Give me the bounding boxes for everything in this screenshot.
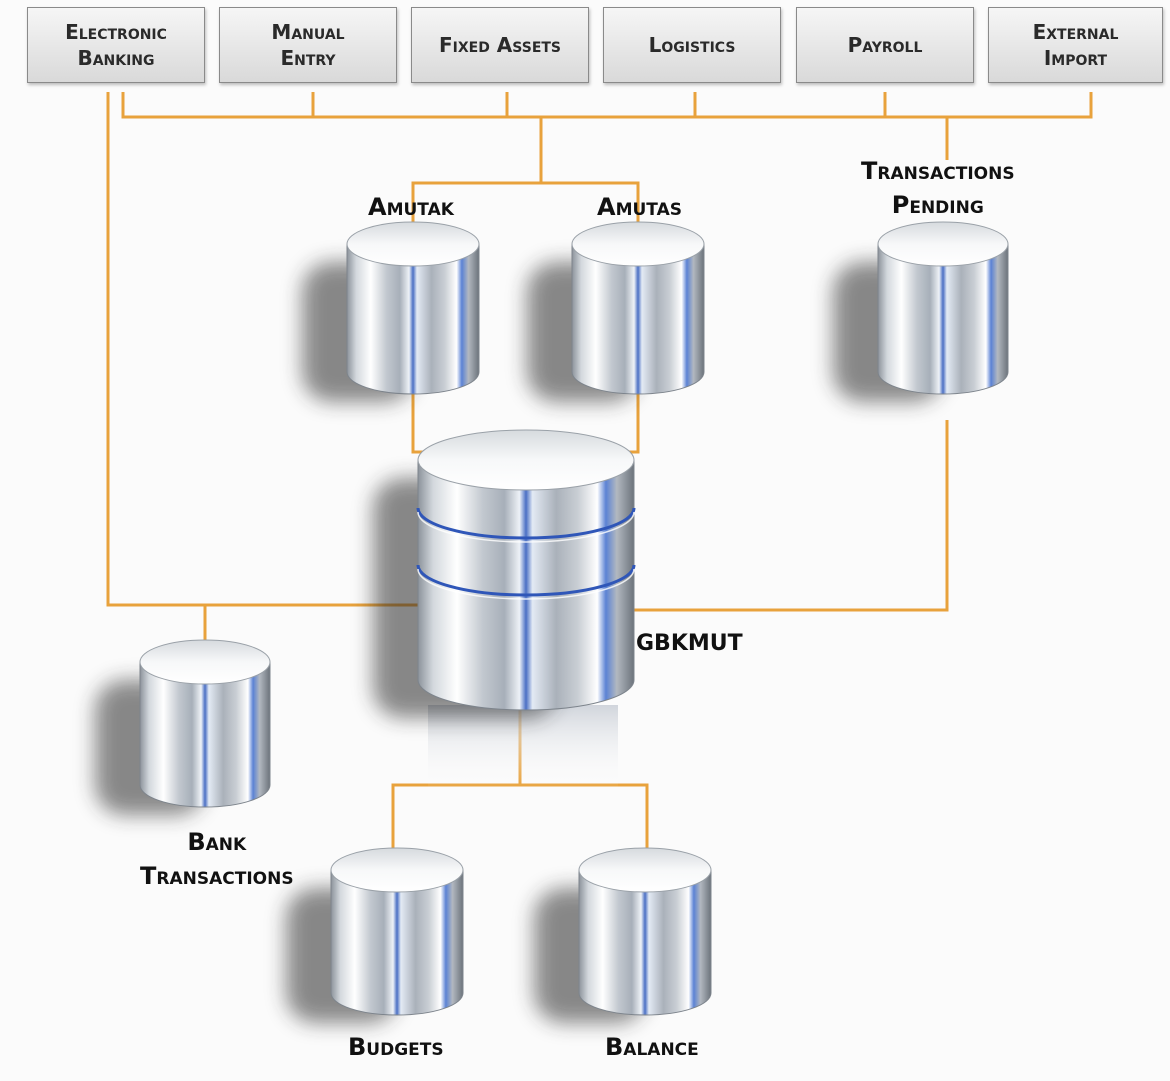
gbkmut-reflection (428, 705, 618, 790)
db-amutak[interactable] (302, 221, 480, 402)
source-label: Electronic Banking (65, 20, 167, 70)
source-logistics[interactable]: Logistics (603, 7, 781, 83)
source-label: Logistics (648, 33, 736, 57)
db-transactions-pending[interactable] (833, 221, 1009, 402)
label-budgets: Budgets (348, 1033, 444, 1061)
source-payroll[interactable]: Payroll (796, 7, 974, 83)
db-gbkmut[interactable] (373, 429, 636, 718)
db-balance[interactable] (534, 847, 712, 1023)
label-balance: Balance (605, 1033, 699, 1061)
source-electronic-banking[interactable]: Electronic Banking (27, 7, 205, 83)
bus-to-amutak-amutas-line (411, 117, 640, 226)
label-amutas: Amutas (597, 193, 682, 221)
source-label: External Import (1032, 20, 1119, 70)
source-label: Manual Entry (271, 20, 345, 70)
gbkmut-side-line (106, 92, 949, 640)
db-amutas[interactable] (527, 221, 705, 402)
source-external-import[interactable]: External Import (988, 7, 1163, 83)
source-fixed-assets[interactable]: Fixed Assets (411, 7, 589, 83)
db-budgets[interactable] (286, 847, 464, 1023)
source-label: Fixed Assets (438, 33, 562, 57)
source-label: Payroll (847, 33, 923, 57)
source-manual-entry[interactable]: Manual Entry (219, 7, 397, 83)
label-gbkmut: GBKMUT (636, 631, 743, 656)
label-transactions-pending: Transactions Pending (861, 157, 1015, 219)
label-bank-transactions: Bank Transactions (140, 828, 294, 890)
source-bus-line (121, 92, 1093, 119)
db-bank-transactions[interactable] (95, 639, 271, 815)
label-amutak: Amutak (368, 193, 454, 221)
